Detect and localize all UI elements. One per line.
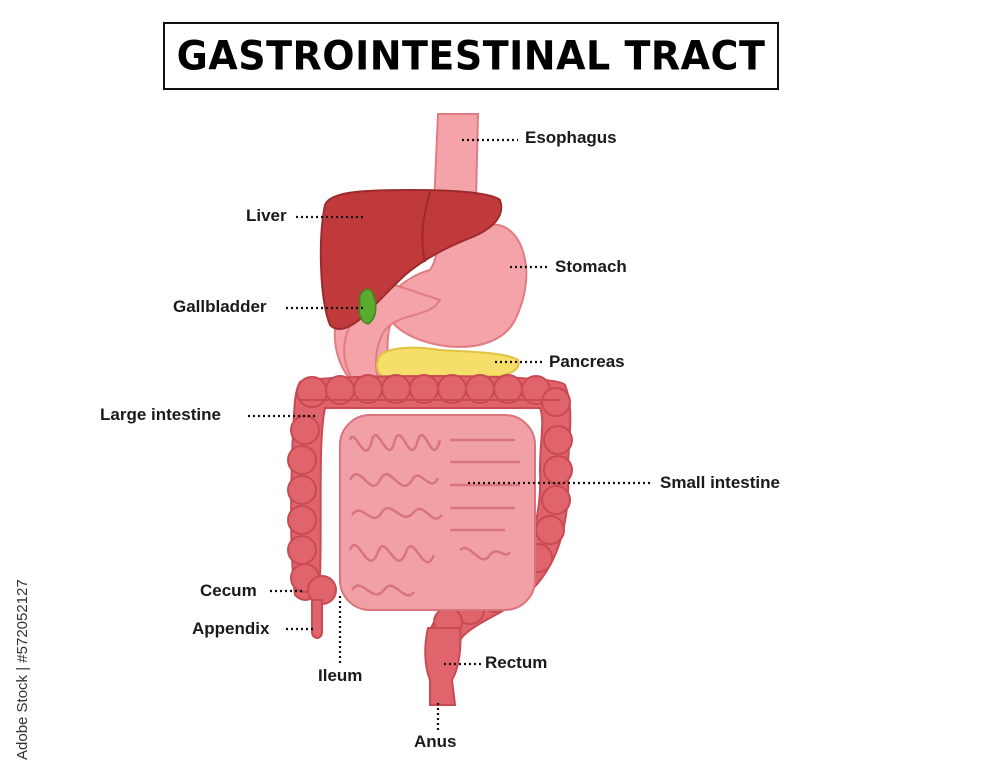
title-box: GASTROINTESTINAL TRACT (163, 22, 779, 90)
appendix-shape (311, 599, 323, 639)
label-esophagus: Esophagus (525, 128, 617, 147)
label-large-intestine: Large intestine (100, 405, 221, 424)
label-ileum: Ileum (318, 666, 363, 685)
label-gallbladder: Gallbladder (173, 297, 267, 316)
label-stomach: Stomach (555, 257, 627, 276)
label-pancreas: Pancreas (549, 352, 625, 371)
label-small-intestine: Small intestine (660, 473, 780, 492)
gallbladder-shape (358, 288, 377, 325)
label-liver: Liver (246, 206, 287, 225)
label-anus: Anus (414, 732, 457, 751)
rectum-shape (424, 627, 462, 706)
label-appendix: Appendix (192, 619, 270, 638)
small-intestine-shape (339, 414, 536, 611)
diagram-title: GASTROINTESTINAL TRACT (176, 32, 766, 80)
label-cecum: Cecum (200, 581, 257, 600)
watermark-text: Adobe Stock | #572052127 (14, 579, 31, 760)
label-rectum: Rectum (485, 653, 548, 672)
